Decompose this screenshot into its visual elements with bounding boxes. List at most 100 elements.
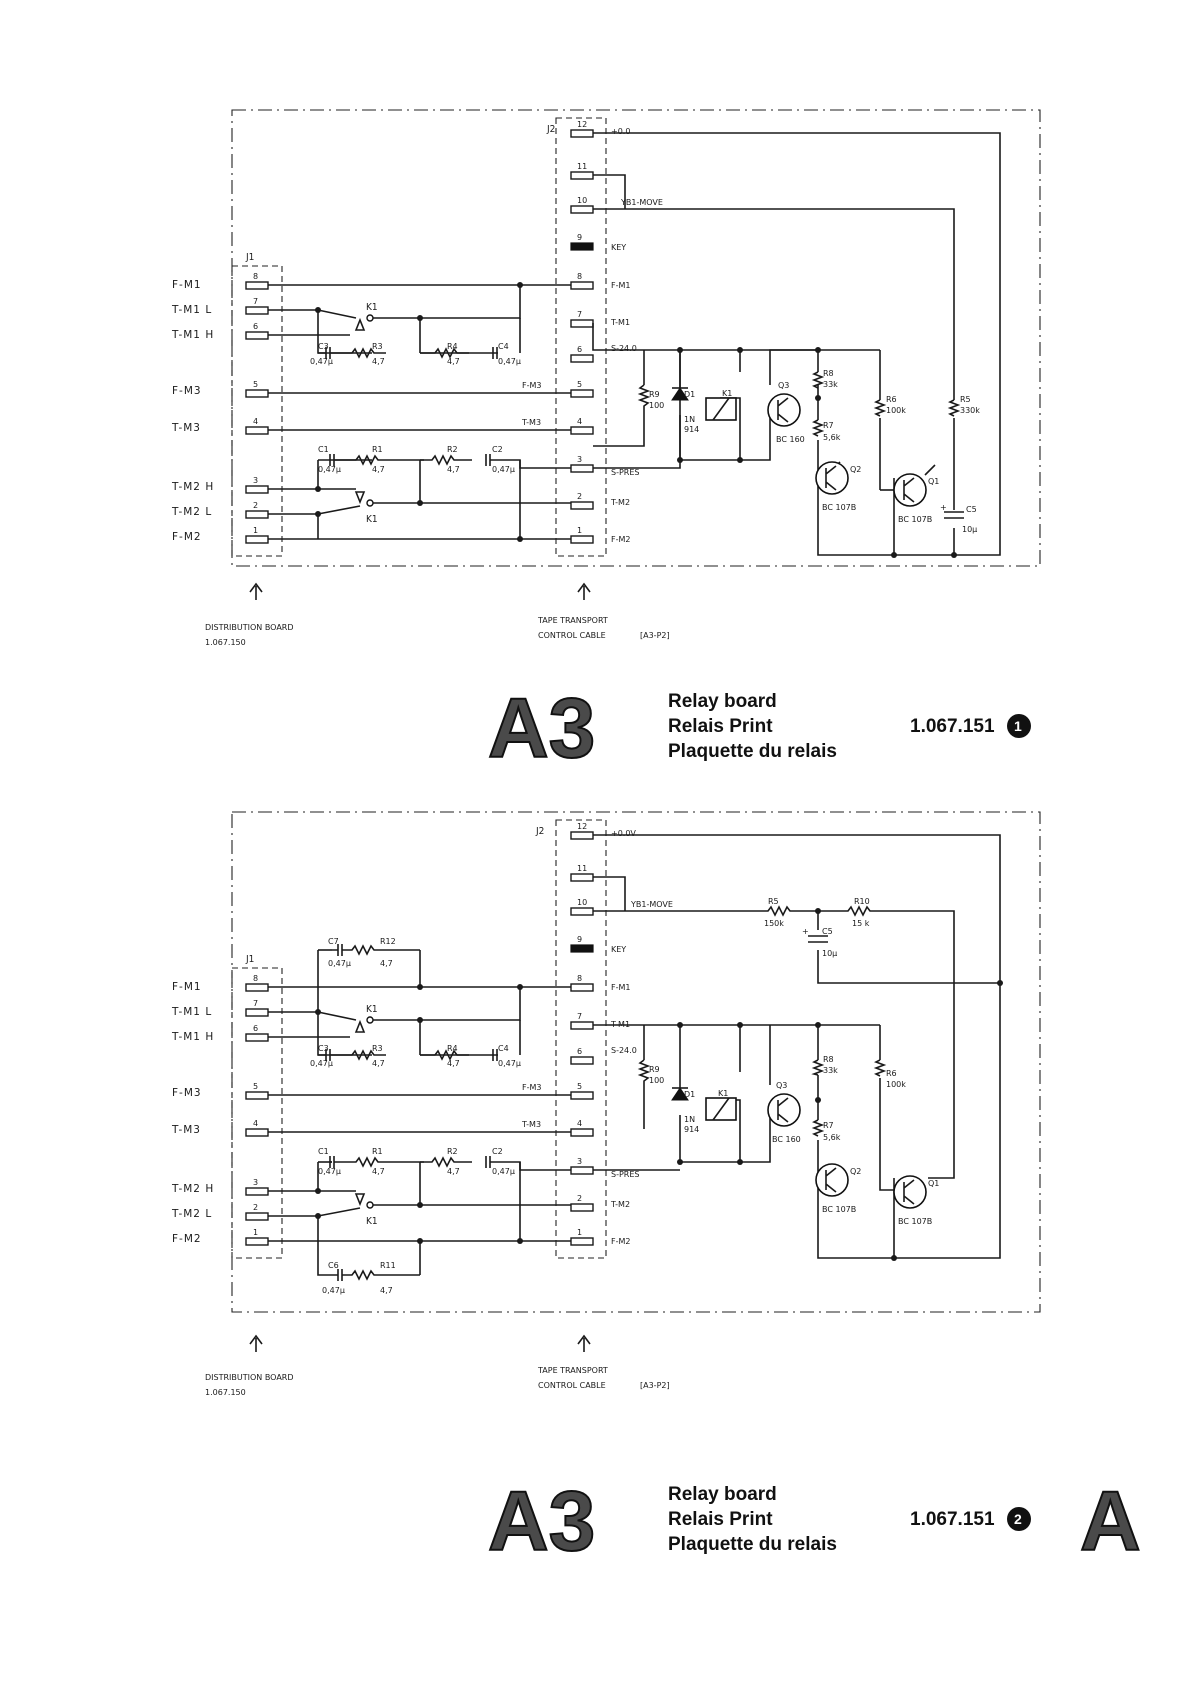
j1-pins-1: 8 7 6 5 4 3 2 1 xyxy=(245,272,269,544)
r4-label: R4 xyxy=(447,342,458,351)
k1-label: K1 xyxy=(366,1216,378,1227)
j1-signal: F-M1 xyxy=(172,981,202,993)
c5-value: 10μ xyxy=(822,949,837,958)
r4-value: 4,7 xyxy=(447,1059,460,1068)
j2-signal: F-M3 xyxy=(522,1083,541,1092)
title-fr: Plaquette du relais xyxy=(668,741,837,762)
j2-signal: +0.0 xyxy=(611,127,630,136)
pin-number: 2 xyxy=(253,1203,258,1212)
control-cable-ref: [A3-P2] xyxy=(640,631,670,640)
pin-number: 4 xyxy=(577,1119,582,1128)
q1-value: BC 107B xyxy=(898,1217,932,1226)
r9-value: 100 xyxy=(649,401,664,410)
j1-label-1: J1 xyxy=(245,252,254,263)
r2-value: 4,7 xyxy=(447,465,460,474)
part-number: 1.067.151 xyxy=(910,716,995,737)
j1-signal: F-M2 xyxy=(172,1233,202,1245)
r6-value: 100k xyxy=(886,406,906,415)
control-cable-label: CONTROL CABLE xyxy=(538,1381,606,1390)
title-en: Relay board xyxy=(668,1484,777,1505)
title-block-2: A3 Relay board Relais Print Plaquette du… xyxy=(487,1473,1142,1569)
transistor-q2-icon xyxy=(815,1163,849,1197)
r6-value: 100k xyxy=(886,1080,906,1089)
up-arrow-icon xyxy=(249,1334,263,1352)
pin-number: 6 xyxy=(253,1024,258,1033)
pin-number: 3 xyxy=(253,476,258,485)
r8-label: R8 xyxy=(823,369,834,378)
pin-number: 1 xyxy=(577,1228,582,1237)
relay-contact-icon xyxy=(354,317,366,331)
relay-contact-icon xyxy=(354,1193,366,1207)
pin-number: 8 xyxy=(253,974,258,983)
r5-label: R5 xyxy=(768,897,779,906)
j2-label-2: J2 xyxy=(535,826,544,837)
distribution-board-label: DISTRIBUTION BOARD xyxy=(205,1373,294,1382)
pin-number: 4 xyxy=(253,417,258,426)
r5-label: R5 xyxy=(960,395,971,404)
c7-label: C7 xyxy=(328,937,339,946)
j2-box-2 xyxy=(555,819,607,1259)
j1-signal: T-M1 H xyxy=(171,329,214,341)
up-arrow-icon xyxy=(577,582,591,600)
c3-value: 0,47μ xyxy=(310,1059,333,1068)
transistor-q3-icon xyxy=(767,393,801,427)
c7-value: 0,47μ xyxy=(328,959,351,968)
transistor-q1-icon xyxy=(893,1175,927,1209)
r9-value: 100 xyxy=(649,1076,664,1085)
r4-value: 4,7 xyxy=(447,357,460,366)
relay-contact-icon xyxy=(354,491,366,505)
r3-label: R3 xyxy=(372,1044,383,1053)
schematic-1: J2 J1 F-M1 T-M1 L T-M1 H F-M3 T-M3 T-M2 … xyxy=(171,109,1041,647)
pin-number: 3 xyxy=(577,1157,582,1166)
c5-label: C5 xyxy=(966,505,977,514)
title-fr: Plaquette du relais xyxy=(668,1534,837,1555)
r1-value: 4,7 xyxy=(372,1167,385,1176)
title-block-1: A3 Relay board Relais Print Plaquette du… xyxy=(487,680,1031,776)
transistor-q2-icon xyxy=(815,461,849,495)
title-de: Relais Print xyxy=(668,716,773,737)
q1-label: Q1 xyxy=(928,1179,939,1188)
j1-signal: T-M1 L xyxy=(171,1006,212,1018)
j2-signal: S-PRES xyxy=(611,1170,639,1179)
c5-plus: + xyxy=(940,503,947,512)
d1-label: D1 xyxy=(684,390,695,399)
j2-label-1: J2 xyxy=(546,124,555,135)
tape-transport-label: TAPE TRANSPORT xyxy=(537,1366,608,1375)
c3-value: 0,47μ xyxy=(310,357,333,366)
q1-value: BC 107B xyxy=(898,515,932,524)
j2-signal: T-M2 xyxy=(610,498,630,507)
r5-value: 150k xyxy=(764,919,784,928)
tape-transport-label: TAPE TRANSPORT xyxy=(537,616,608,625)
j2-box-1 xyxy=(555,117,607,557)
capacitor-c5-icon xyxy=(944,511,964,519)
j2-signal: F-M1 xyxy=(611,983,630,992)
pin-number: 7 xyxy=(253,297,258,306)
j2-signal: F-M3 xyxy=(522,381,541,390)
r1-label: R1 xyxy=(372,445,383,454)
c1-label: C1 xyxy=(318,445,329,454)
j2-signal: +0.0V xyxy=(611,829,636,838)
q2-value: BC 107B xyxy=(822,503,856,512)
k1-coil-label: K1 xyxy=(718,1089,728,1098)
j2-signal: F-M2 xyxy=(611,1237,630,1246)
pin-number: 10 xyxy=(577,196,587,205)
q2-value: BC 107B xyxy=(822,1205,856,1214)
c1-value: 0,47μ xyxy=(318,465,341,474)
j1-signal: T-M2 H xyxy=(171,1183,214,1195)
control-cable-label: CONTROL CABLE xyxy=(538,631,606,640)
r4-label: R4 xyxy=(447,1044,458,1053)
wires-2 xyxy=(268,949,571,1276)
pin-number: 2 xyxy=(577,492,582,501)
j2-signal: S-24.0 xyxy=(611,1046,637,1055)
pin-number: 3 xyxy=(577,455,582,464)
variant-badge-number: 1 xyxy=(1014,718,1022,734)
r3-value: 4,7 xyxy=(372,1059,385,1068)
pin-number: 1 xyxy=(253,526,258,535)
r8-label: R8 xyxy=(823,1055,834,1064)
r9-label: R9 xyxy=(649,390,660,399)
pin-number: 12 xyxy=(577,120,587,129)
pin-number: 10 xyxy=(577,898,587,907)
board-outline-2 xyxy=(231,811,1041,1313)
j2-signal: F-M2 xyxy=(611,535,630,544)
